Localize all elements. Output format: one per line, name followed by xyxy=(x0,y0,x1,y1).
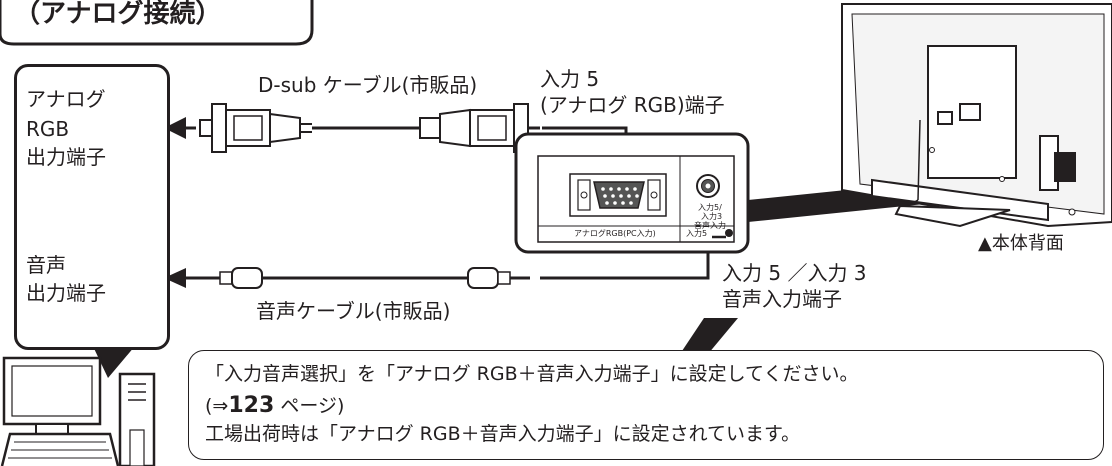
pc-rgb-label-line3: 出力端子 xyxy=(26,145,106,169)
pc-audio-label-line2: 出力端子 xyxy=(26,281,106,305)
pc-rgb-label-line2: RGB xyxy=(26,117,70,141)
panel-jack-label-line1: 入力5/ xyxy=(698,203,722,212)
input5-label-line2: (アナログ RGB)端子 xyxy=(540,93,725,117)
input5-label-line1: 入力 5 xyxy=(540,67,600,91)
audio-cable-label: 音声ケーブル(市販品) xyxy=(256,299,451,323)
tv-rear-caption: ▲本体背面 xyxy=(978,233,1064,254)
tv-rear-illustration xyxy=(841,3,1112,228)
audio-in-label-line1: 入力 5 ／入力 3 xyxy=(722,261,867,285)
panel-rgb-label: アナログRGB(PC入力) xyxy=(574,229,656,238)
note-line2-suffix: ページ) xyxy=(274,395,345,417)
note-line3: 工場出荷時は「アナログ RGB＋音声入力端子」に設定されています。 xyxy=(205,423,801,445)
pc-audio-label-line1: 音声 xyxy=(26,253,66,277)
note-line1: 「入力音声選択」を「アナログ RGB＋音声入力端子」に設定してください。 xyxy=(205,363,859,385)
note-callout-pointer xyxy=(680,318,738,354)
panel-jack-label-line2: 入力3 xyxy=(701,212,723,221)
note-line2: (⇒123 ページ) xyxy=(205,393,344,419)
section-title: （アナログ接続） xyxy=(14,0,222,29)
audio-in-label-line2: 音声入力端子 xyxy=(722,287,842,311)
panel-jack-label-line3: 音声入力 xyxy=(694,221,726,230)
pc-rgb-label-line1: アナログ xyxy=(26,87,106,111)
dsub-cable-label: D-sub ケーブル(市販品) xyxy=(258,73,478,97)
note-line2-prefix: (⇒ xyxy=(205,395,229,417)
note-page-ref: 123 xyxy=(228,393,275,418)
panel-input-label: 入力5 xyxy=(686,229,708,238)
pc-terminal-panel xyxy=(14,64,170,350)
section-title-box xyxy=(0,0,314,46)
terminal-panel-outline xyxy=(514,132,750,254)
computer-illustration xyxy=(0,356,156,466)
audio-cable xyxy=(164,196,720,289)
note-box: 「入力音声選択」を「アナログ RGB＋音声入力端子」に設定してください。 (⇒1… xyxy=(188,350,1104,460)
